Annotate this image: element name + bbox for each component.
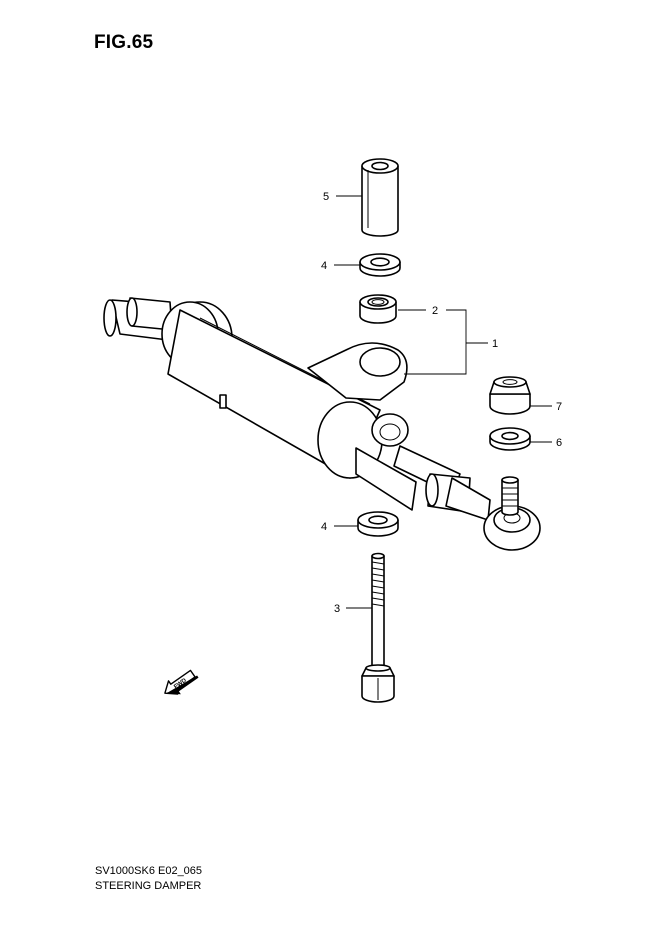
steering-damper-body [103, 297, 541, 551]
callout-4-top: 4 [321, 260, 327, 272]
callout-3: 3 [334, 603, 340, 615]
footer-diagram-name: STEERING DAMPER [95, 880, 202, 892]
callout-4-bottom: 4 [321, 521, 327, 533]
nut-part [489, 376, 531, 415]
bolt-part [361, 552, 395, 703]
fwd-arrow-icon: FWD [164, 669, 199, 695]
bearing-part [359, 294, 397, 324]
leader-lines [334, 195, 552, 609]
footer-diagram-code: SV1000SK6 E02_065 [95, 865, 203, 877]
callout-2: 2 [432, 305, 438, 317]
callout-7: 7 [556, 401, 562, 413]
washer-lower-part [357, 511, 399, 537]
callout-5: 5 [323, 191, 329, 203]
spacer-sleeve-part [361, 158, 399, 237]
washer-part [489, 427, 531, 451]
washer-upper-part [359, 253, 401, 277]
callout-6: 6 [556, 437, 562, 449]
callout-1: 1 [492, 338, 498, 350]
figure-title: FIG.65 [94, 32, 154, 53]
